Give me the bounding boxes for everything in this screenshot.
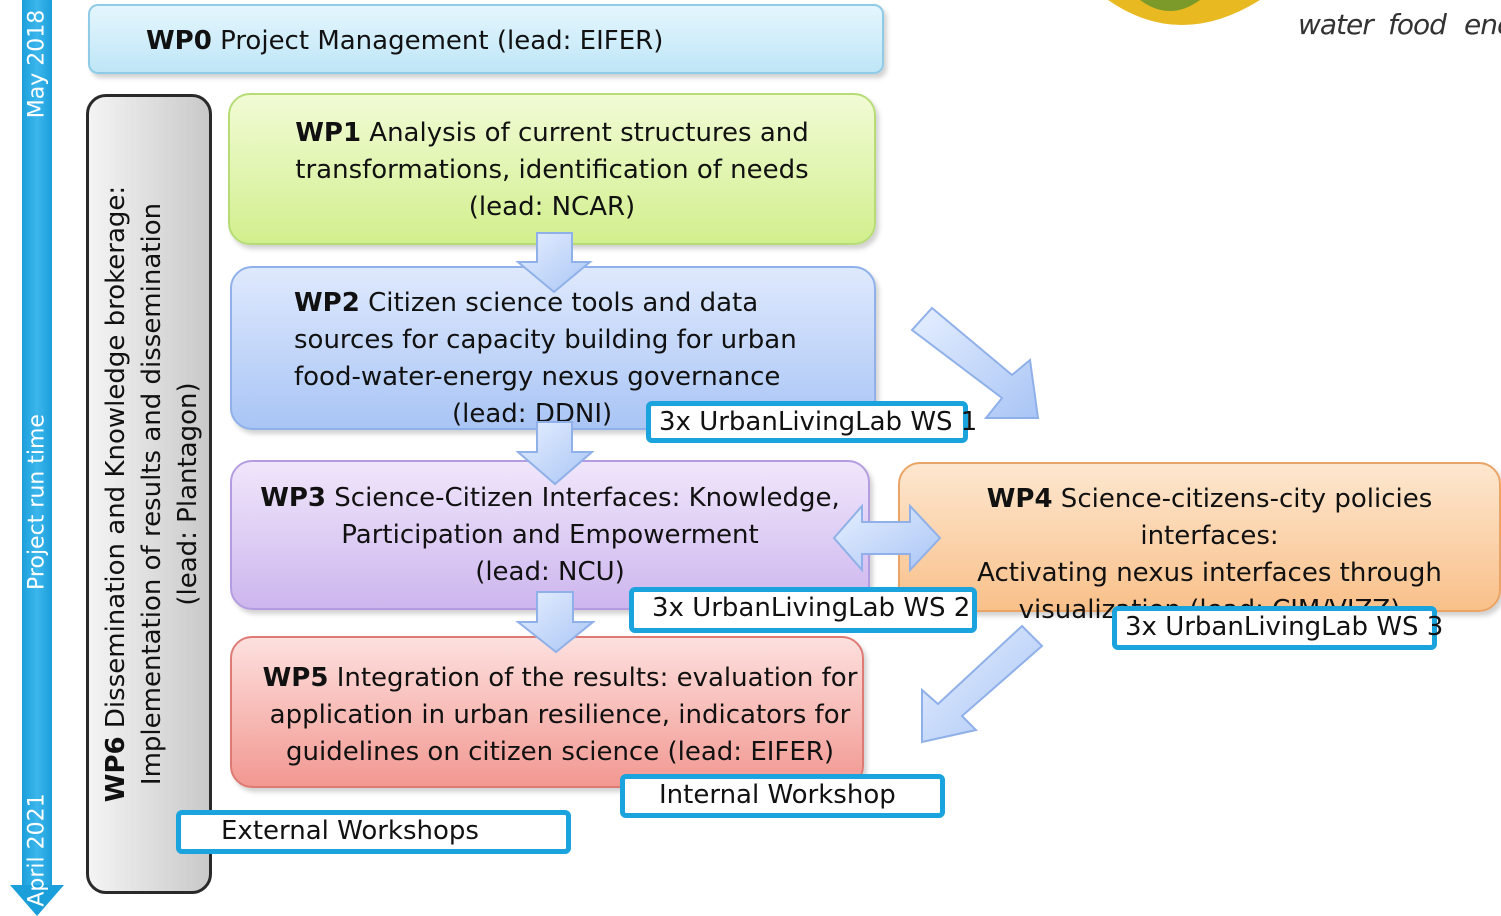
wp1-title: Analysis of current structures and: [361, 118, 809, 148]
wp1-line2: transformations, identification of needs: [295, 155, 809, 185]
wp1-lead: (lead: NCAR): [468, 192, 636, 222]
wp5-id: WP5: [262, 663, 329, 693]
wp6-title: Dissemination and Knowledge brokerage:: [101, 185, 131, 737]
workshop-ws3-label: 3x UrbanLivingLab WS 3: [1112, 606, 1443, 650]
logo-word-energy: ene: [1464, 8, 1501, 41]
wp6-lead: (lead: Plantagon): [173, 382, 203, 606]
wp0-box: WP0 Project Management (lead: EIFER): [88, 4, 884, 74]
workshop-ws2-label: 3x UrbanLivingLab WS 2: [629, 587, 977, 633]
wp5-line2: application in urban resilience, indicat…: [269, 700, 851, 730]
wp2-title: Citizen science tools and data: [359, 288, 759, 318]
wp6-id: WP6: [101, 736, 131, 803]
timeline-end-label: April 2021: [24, 793, 50, 907]
arrow-wp4-to-wp5: [921, 624, 1044, 744]
external-workshops-label: External Workshops: [176, 810, 571, 854]
wp3-id: WP3: [260, 483, 327, 513]
wp6-box: WP6 Dissemination and Knowledge brokerag…: [86, 94, 212, 894]
wp2-line2: sources for capacity building for urban: [294, 325, 797, 355]
wp4-box: WP4 Science-citizens-city policies inter…: [898, 462, 1501, 625]
wp4-line2: Activating nexus interfaces through: [977, 558, 1442, 588]
wp1-box: WP1 Analysis of current structures and t…: [228, 93, 876, 245]
wp0-id: WP0: [146, 26, 212, 56]
wp3-title: Science-Citizen Interfaces: Knowledge,: [326, 483, 840, 513]
wp0-text: Project Management (lead: EIFER): [211, 26, 664, 56]
wp3-line2: Participation and Empowerment: [341, 520, 759, 550]
internal-workshop-label: Internal Workshop: [620, 774, 945, 818]
wp4-id: WP4: [986, 484, 1053, 514]
wp2-id: WP2: [294, 288, 360, 318]
wp5-lead: guidelines on citizen science (lead: EIF…: [285, 737, 835, 767]
timeline-arrow: [10, 0, 64, 916]
wp5-box: WP5 Integration of the results: evaluati…: [230, 636, 864, 788]
wp1-id: WP1: [295, 118, 362, 148]
wp3-lead: (lead: NCU): [475, 557, 625, 587]
timeline-start-label: May 2018: [24, 9, 50, 119]
wp5-title: Integration of the results: evaluation f…: [328, 663, 858, 693]
wp6-line2: Implementation of results and disseminat…: [137, 202, 167, 786]
wp4-title: Science-citizens-city policies interface…: [1052, 484, 1433, 551]
workshop-ws1-label: 3x UrbanLivingLab WS 1: [646, 401, 977, 443]
wp2-line3: food-water-energy nexus governance: [294, 362, 781, 392]
timeline-middle-label: Project run time: [24, 414, 50, 590]
logo-word-water: water: [1298, 8, 1374, 41]
logo-word-food: food: [1388, 8, 1447, 41]
logo-mark: [1108, 0, 1260, 25]
